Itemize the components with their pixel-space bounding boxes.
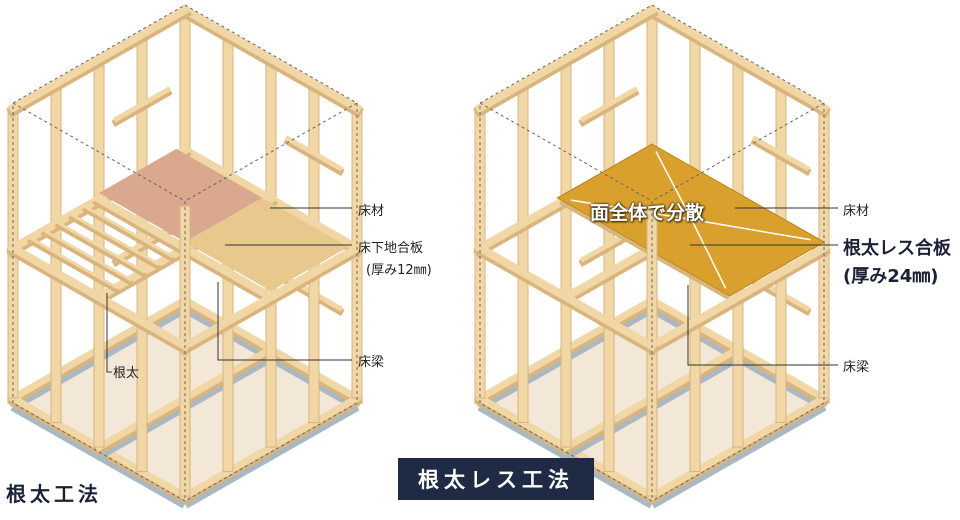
front-post [222, 321, 234, 473]
title-joistless-method: 根太レス工法 [398, 458, 594, 500]
dashed-outline [651, 102, 825, 202]
front-post [732, 296, 744, 448]
label-flooring-left: 床材 [358, 204, 385, 219]
subfloor-panel [99, 148, 263, 243]
leader-joist [106, 293, 112, 373]
front-post [603, 321, 615, 473]
front-post [517, 272, 529, 424]
panel-text-spread: 面全体で分散 [590, 202, 705, 224]
floor-beam-front [179, 242, 363, 352]
floor-beam-front [7, 242, 191, 352]
front-post [775, 272, 787, 424]
label-floor-beam-left: 床梁 [358, 355, 385, 370]
joist-shade [54, 222, 148, 278]
window-rail [579, 86, 639, 123]
joist-shade [68, 214, 161, 271]
front-post [93, 296, 105, 448]
top-plate [474, 4, 658, 114]
spread-arrow [655, 151, 693, 220]
dashed-outline [479, 102, 653, 202]
front-post [308, 272, 320, 424]
joist [28, 236, 119, 290]
window-rail [751, 135, 811, 172]
label-flooring-right: 床材 [843, 204, 870, 219]
label-plywood: 根太レス合板 [843, 238, 951, 259]
top-plate [179, 4, 363, 114]
window-rail-shade [578, 88, 640, 127]
label-plywood-thickness: (厚み24㎜) [843, 266, 939, 287]
spread-arrow [690, 219, 727, 289]
joist-shade [40, 229, 134, 286]
label-joist: 根太 [113, 366, 140, 381]
window-rail-shade [111, 88, 173, 127]
front-post [265, 296, 277, 448]
window-rail-shade [750, 137, 812, 177]
title-joist-method: 根太工法 [6, 482, 102, 506]
joist [55, 220, 146, 274]
joist [83, 204, 174, 258]
leader-floor-beam-right [687, 285, 838, 366]
top-plate [7, 4, 191, 114]
label-subfloor-thickness: (厚み12㎜) [366, 263, 432, 278]
joist-shade [26, 237, 120, 294]
joist-shade [81, 206, 175, 263]
window-rail-shade [283, 137, 345, 177]
front-post [689, 321, 701, 473]
floor-beam-front [646, 242, 830, 352]
front-post [560, 296, 572, 448]
floor-beam-front [474, 242, 658, 352]
dashed-outline [12, 102, 186, 202]
joist [69, 212, 160, 266]
front-post [50, 272, 62, 424]
window-rail [112, 86, 172, 123]
label-subfloor: 床下地合板 [358, 241, 424, 256]
spread-arrow [570, 199, 692, 221]
flooring-panel [185, 197, 349, 292]
spread-arrow [691, 218, 811, 241]
leader-floor-beam-left [217, 282, 352, 361]
window-rail [284, 135, 344, 172]
label-floor-beam-right: 床梁 [843, 360, 870, 375]
dashed-outline [184, 102, 358, 202]
joist [41, 228, 133, 282]
front-post [136, 321, 148, 473]
top-plate [646, 4, 830, 114]
